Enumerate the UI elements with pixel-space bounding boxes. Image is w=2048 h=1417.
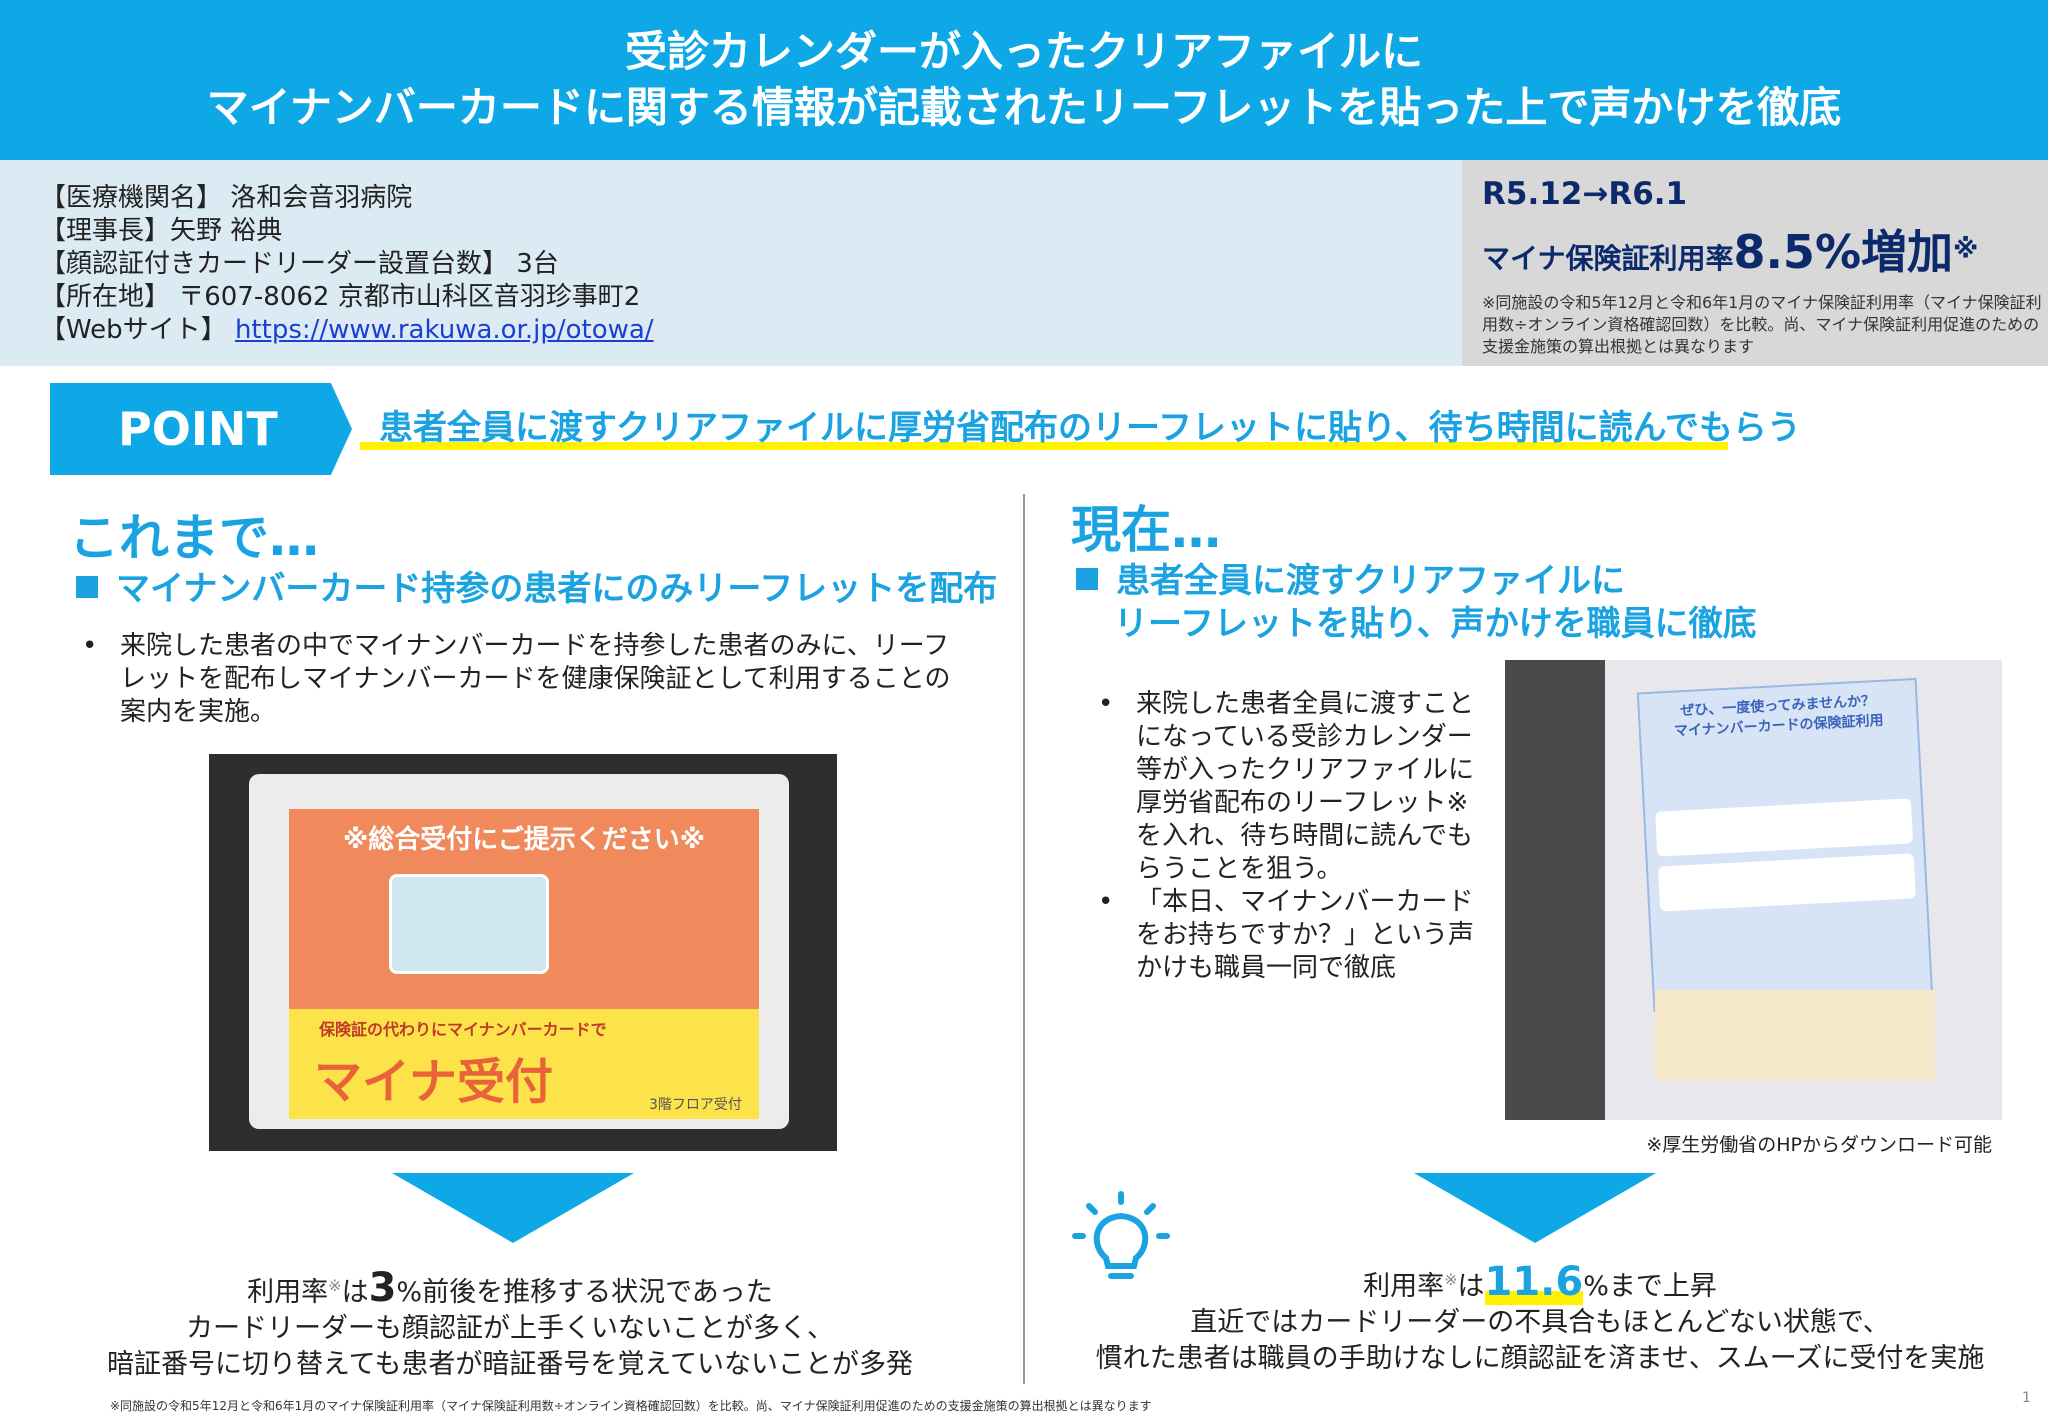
photo-sub: 保険証の代わりにマイナンバーカードで (319, 1020, 607, 1039)
down-arrow-icon (392, 1173, 634, 1243)
before-heading: マイナンバーカード持参の患者にのみリーフレットを配布 (76, 568, 997, 611)
stat-prefix: マイナ保険証利用率 (1482, 242, 1734, 275)
now-title: 現在… (1071, 501, 1221, 559)
point-headline: 患者全員に渡すクリアファイルに厚労省配布のリーフレットに貼り、待ち時間に読んでも… (379, 408, 1801, 448)
bullet-item: 来院した患者全員に渡すことになっている受診カレンダー等が入ったクリアファイルに厚… (1098, 688, 1490, 886)
stat-mark: ※ (1953, 234, 1979, 265)
leaflet-caption: ※厚生労働省のHPからダウンロード可能 (1646, 1134, 1992, 1156)
now-heading: 患者全員に渡すクリアファイルに リーフレットを貼り、声かけを職員に徹底 (1076, 560, 1757, 646)
photo-main: マイナ受付 (314, 1054, 554, 1110)
column-divider (1023, 494, 1025, 1384)
square-bullet-icon (76, 576, 98, 598)
leaflet-photo: ぜひ、一度使ってみませんか？ マイナンバーカードの保険証利用 (1505, 660, 2002, 1120)
bullet-item: 来院した患者の中でマイナンバーカードを持参した患者のみに、リーフレットを配布しマ… (82, 630, 962, 729)
square-bullet-icon (1076, 568, 1098, 590)
now-result: 利用率※は11.6%まで上昇 直近ではカードリーダーの不具合もほとんどない状態で… (1095, 1259, 1985, 1374)
facility-name: 【医療機関名】 洛和会音羽病院 (40, 183, 413, 213)
stat-value: 8.5%増加 (1733, 225, 1954, 279)
reader-count: 【顔認証付きカードリーダー設置台数】 3台 (40, 249, 559, 279)
now-rate: 11.6 (1484, 1259, 1584, 1305)
page-number: 1 (2022, 1390, 2031, 1406)
headline-underline (360, 442, 1728, 450)
before-rate: 3 (368, 1265, 397, 1311)
title-line-2: マイナンバーカードに関する情報が記載されたリーフレットを貼った上で声かけを徹底 (206, 83, 1842, 132)
bullet-item: 「本日、マイナンバーカードをお持ちですか？」という声かけも職員一同で徹底 (1098, 886, 1490, 985)
page-header: 受診カレンダーが入ったクリアファイルに マイナンバーカードに関する情報が記載され… (0, 0, 2048, 160)
website-label: 【Webサイト】 (40, 315, 235, 345)
website-link[interactable]: https://www.rakuwa.or.jp/otowa/ (234, 315, 654, 345)
footer-note: ※同施設の令和5年12月と令和6年1月のマイナ保険証利用率（マイナ保険証利用数÷… (110, 1399, 1152, 1413)
down-arrow-icon (1414, 1173, 1656, 1243)
stat-box: R5.12→R6.1 マイナ保険証利用率8.5%増加※ ※同施設の令和5年12月… (1462, 160, 2048, 366)
address: 【所在地】 〒607-8062 京都市山科区音羽珍事町2 (40, 282, 641, 312)
title-line-1: 受診カレンダーが入ったクリアファイルに (624, 27, 1423, 76)
point-badge: POINT (50, 383, 352, 475)
stat-note: ※同施設の令和5年12月と令和6年1月のマイナ保険証利用率（マイナ保険証利用数÷… (1482, 293, 2042, 356)
now-bullets: 来院した患者全員に渡すことになっている受診カレンダー等が入ったクリアファイルに厚… (1098, 688, 1490, 985)
photo-floor: 3階フロア受付 (649, 1097, 742, 1113)
lightbulb-icon (1071, 1188, 1171, 1288)
photo-notice: ※総合受付にご提示ください※ (342, 825, 706, 855)
before-title: これまで… (69, 509, 319, 567)
chairman: 【理事長】矢野 裕典 (40, 216, 283, 246)
before-result: 利用率※は3%前後を推移する状況であった カードリーダーも顔認証が上手くいないこ… (107, 1265, 913, 1380)
period: R5.12→R6.1 (1482, 176, 1688, 212)
before-photo: ※総合受付にご提示ください※ 保険証の代わりにマイナンバーカードで マイナ受付 … (209, 754, 837, 1151)
before-bullets: 来院した患者の中でマイナンバーカードを持参した患者のみに、リーフレットを配布しマ… (82, 630, 962, 729)
facility-info: 【医療機関名】 洛和会音羽病院 【理事長】矢野 裕典 【顔認証付きカードリーダー… (0, 160, 1462, 366)
